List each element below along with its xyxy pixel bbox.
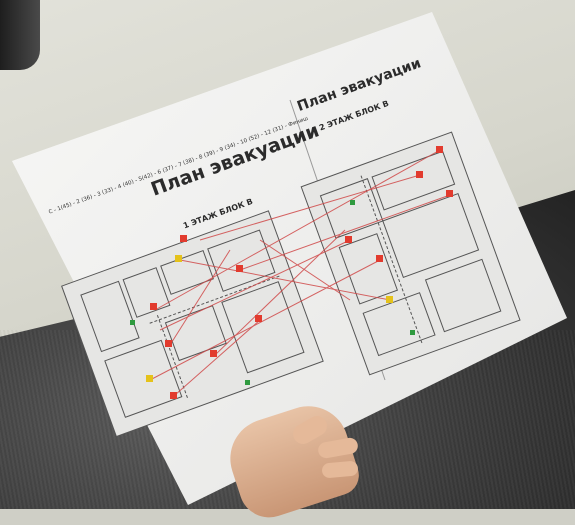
room [221,281,305,374]
evacuation-route-lines [149,149,451,396]
room [371,150,456,211]
room [207,229,276,292]
room [122,267,171,318]
left-plan-outline [61,210,324,438]
room [319,178,384,239]
room [382,192,480,278]
checkpoint-markers [130,146,453,399]
dark-object-corner [0,0,40,70]
floor-plans-drawing [61,99,521,438]
room [80,280,140,353]
room [424,258,502,333]
left-floor-plan [61,210,324,438]
right-floor-plan [300,131,521,376]
right-plan-outline [300,131,521,376]
